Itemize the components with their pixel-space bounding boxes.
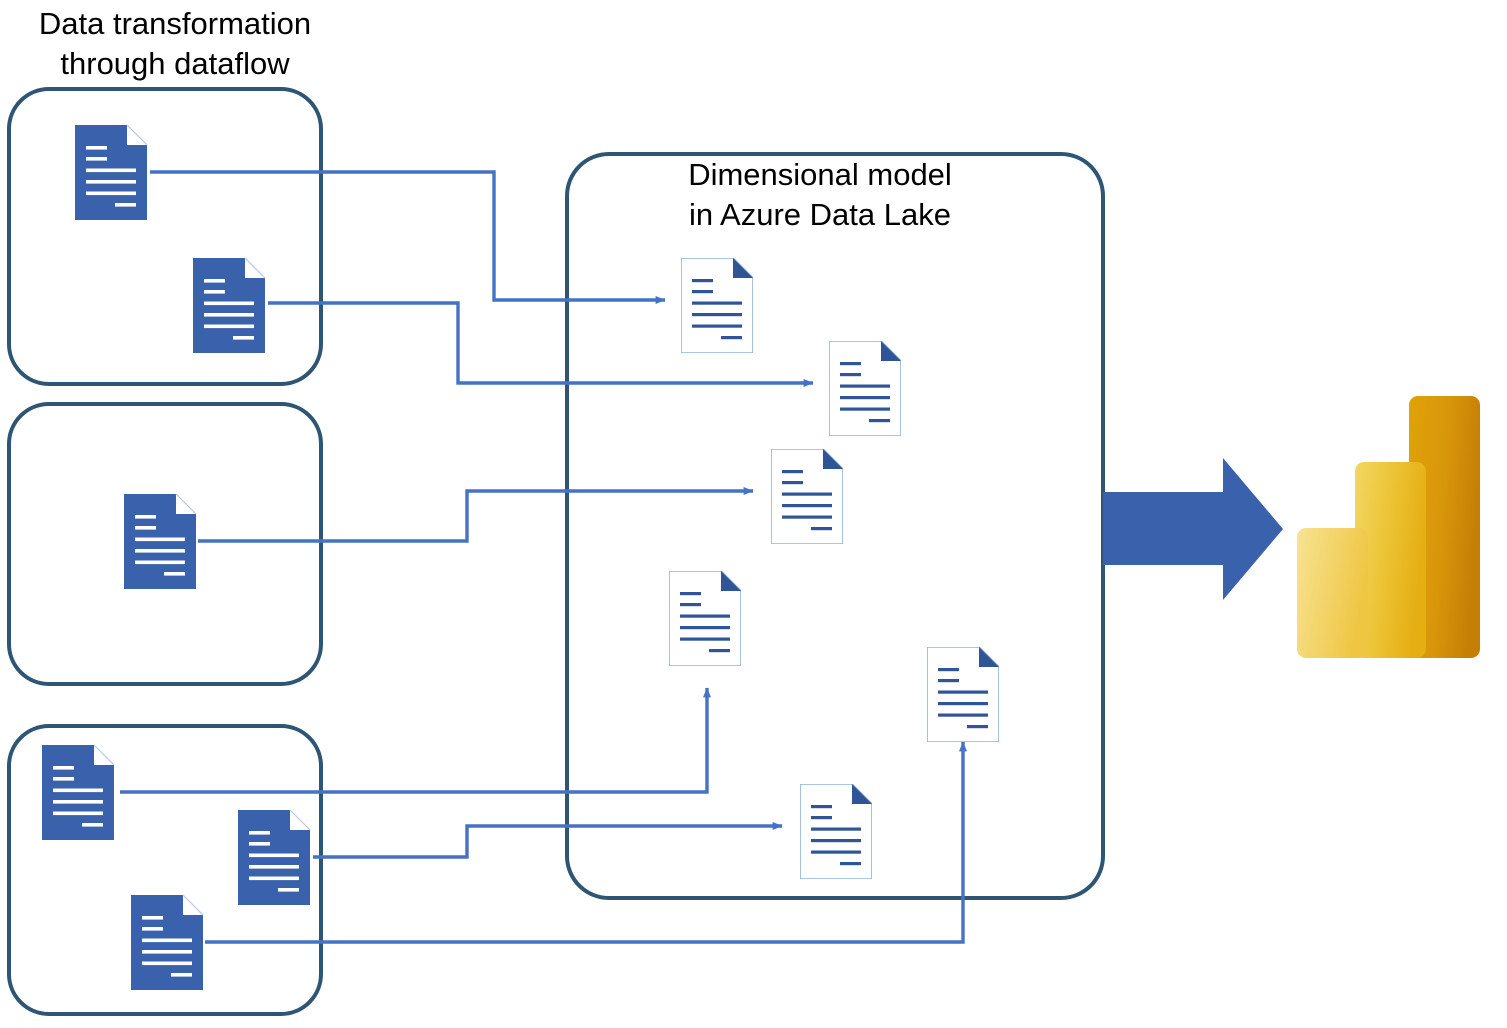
powerbi-bar-medium <box>1355 462 1426 658</box>
source-document-5[interactable] <box>238 810 310 905</box>
lake-document-a[interactable] <box>681 258 753 353</box>
left-section-title: Data transformation through dataflow <box>38 6 312 81</box>
lake-document-c[interactable] <box>771 449 843 544</box>
source-document-1[interactable] <box>75 125 147 220</box>
lake-document-d[interactable] <box>669 571 741 666</box>
output-arrow <box>1103 458 1283 600</box>
connector-source4-to-lakedoc-d <box>120 687 711 794</box>
connector-source1-to-lakedoc-a <box>150 170 666 304</box>
source-document-2[interactable] <box>193 258 265 353</box>
source-group-1[interactable] <box>7 87 323 386</box>
powerbi-bar-tall <box>1409 396 1480 658</box>
lake-document-f[interactable] <box>927 647 999 742</box>
connector-source3-to-lakedoc-c <box>198 487 754 543</box>
power-bi-logo[interactable] <box>1297 396 1480 658</box>
dimensional-model-title: Dimensional model in Azure Data Lake <box>688 157 952 232</box>
source-group-1-border <box>7 87 323 386</box>
connector-source2-to-lakedoc-b <box>268 301 814 387</box>
lake-document-e[interactable] <box>800 784 872 879</box>
connector-source5-to-lakedoc-e <box>313 822 783 859</box>
source-document-6[interactable] <box>131 895 203 990</box>
lake-document-b[interactable] <box>829 341 901 436</box>
powerbi-bar-short <box>1297 528 1368 658</box>
connector-source6-to-lakedoc-f <box>205 741 967 944</box>
source-document-4[interactable] <box>42 745 114 840</box>
source-document-3[interactable] <box>124 494 196 589</box>
